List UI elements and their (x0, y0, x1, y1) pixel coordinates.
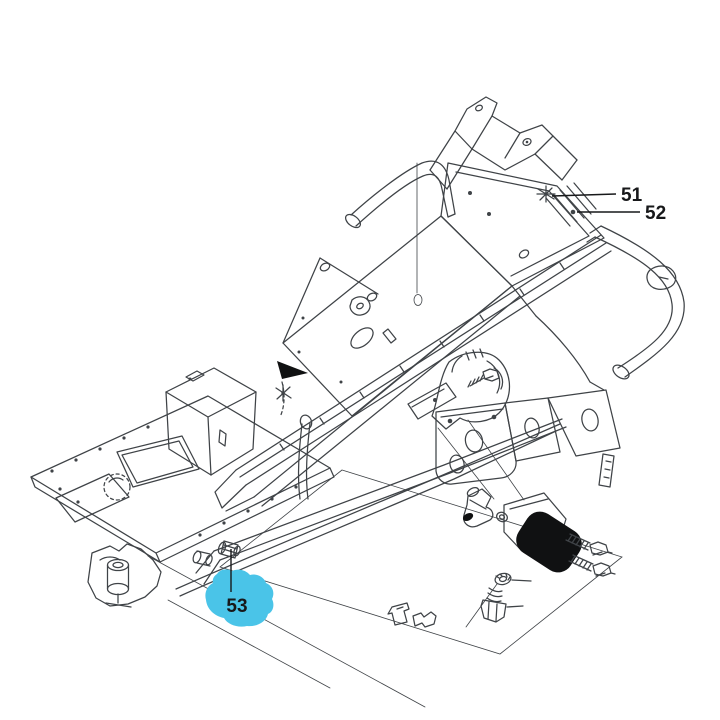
steering-bracket (429, 96, 578, 190)
handle-grip (345, 160, 456, 229)
oil-filter-assembly (462, 486, 616, 623)
footplate (30, 395, 335, 563)
caster-bracket (87, 543, 162, 608)
frame-rails (195, 234, 612, 585)
leader-line-51 (551, 193, 617, 197)
oil-filter (516, 511, 582, 573)
mount-bolt-2 (568, 554, 616, 577)
mount-bolt-1 (565, 533, 613, 556)
hex-bolt-icon (467, 368, 500, 388)
drain-plug (480, 587, 524, 623)
fitting-53-target (217, 540, 241, 559)
lock-washer (494, 572, 532, 586)
callout-52[interactable]: 52 (577, 203, 666, 224)
callout-53[interactable]: 53 (205, 549, 274, 627)
callout-label-53[interactable]: 53 (226, 596, 247, 617)
black-wedge-marker (277, 361, 308, 379)
bumper-loop (586, 225, 685, 380)
bottom-clip (387, 602, 437, 628)
transaxle (407, 348, 517, 485)
hydraulic-lines (175, 414, 561, 597)
console-tower (275, 215, 513, 418)
callout-label-51[interactable]: 51 (621, 185, 643, 206)
rear-panel (440, 162, 605, 287)
screw-51-target (536, 185, 556, 203)
elbow-fitting (462, 486, 494, 528)
callout-53-highlight (205, 569, 274, 627)
callout-label-52[interactable]: 52 (645, 203, 666, 224)
callout-51[interactable]: 51 (551, 185, 643, 206)
screw-52-target (570, 209, 576, 215)
left-box (165, 367, 257, 476)
right-side-plates (504, 389, 621, 488)
